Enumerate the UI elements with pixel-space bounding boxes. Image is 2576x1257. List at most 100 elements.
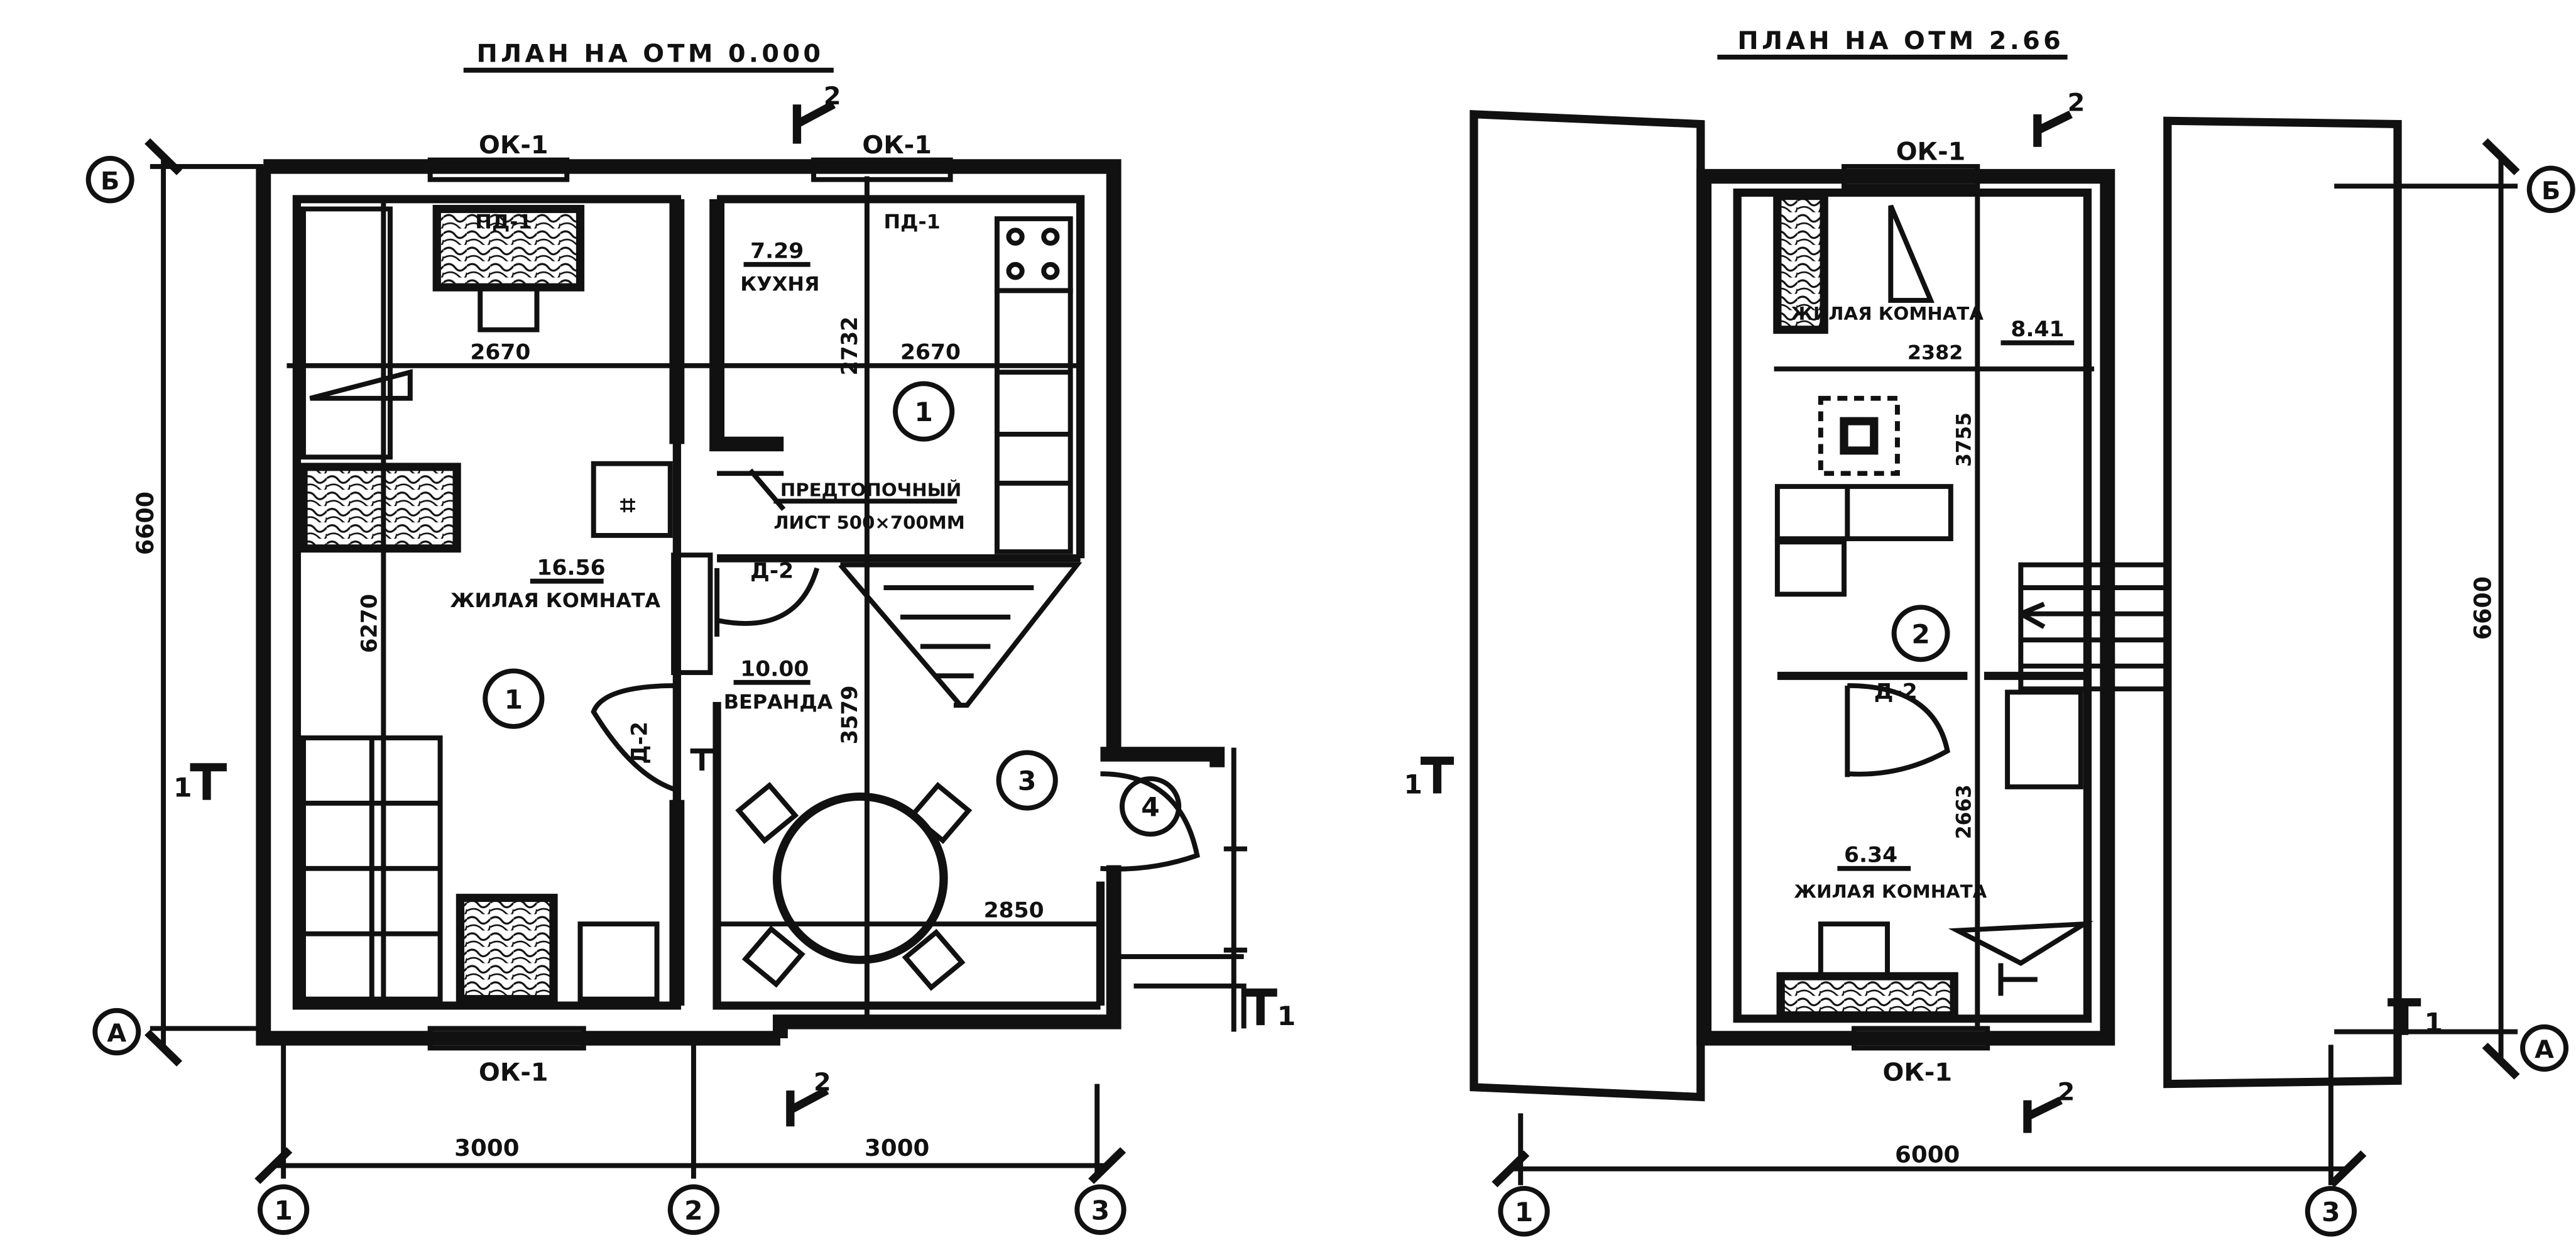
window-ok1-bottom-right-plan [1851, 1026, 1990, 1051]
section-1-right: 1 [1277, 1001, 1296, 1031]
living-name: ЖИЛАЯ КОМНАТА [450, 590, 661, 613]
axis-2: 2 [684, 1195, 703, 1226]
section-mark-1-right-right [2388, 998, 2421, 1035]
door-swing-d2-a [716, 567, 820, 626]
dim-2670-a: 2670 [470, 340, 530, 365]
marker-circle-4 [1119, 776, 1182, 837]
window-label-bottom: ОК-1 [479, 1058, 548, 1087]
chimney [1818, 395, 1900, 476]
window-ok1-top-left [427, 157, 570, 182]
window-label-top-left: ОК-1 [479, 131, 548, 160]
axis-circle-A-right [2520, 1024, 2569, 1072]
table-living [456, 894, 558, 1004]
section-mark-1-right [1243, 988, 1277, 1026]
stair-flight [838, 562, 1083, 708]
room-bottom-area: 6.34 [1844, 843, 1897, 868]
dim-6270: 6270 [357, 594, 382, 653]
section-1-left: 1 [173, 772, 192, 803]
section-2-bottom: 2 [814, 1068, 831, 1097]
door-swing-upper [1847, 683, 1951, 777]
chair-ne [909, 782, 973, 844]
dim-3000-a: 3000 [454, 1134, 519, 1161]
marker-circle-3 [996, 750, 1058, 811]
left-plan-title: ПЛАН НА ОТМ 0.000 [477, 40, 824, 69]
axis-3-right: 3 [2322, 1197, 2340, 1227]
stove-symbol: ⌗ [620, 490, 635, 520]
door-label-d2-b: Д-2 [627, 722, 652, 764]
section-1-left-right: 1 [1404, 769, 1422, 799]
stair-upper [2018, 562, 2170, 691]
window-label-top: ОК-1 [1896, 138, 1966, 167]
section-2-top: 2 [824, 82, 841, 111]
marker-4: 4 [1141, 792, 1160, 822]
kitchen-name: КУХНЯ [740, 273, 819, 296]
window-label-bottom: ОК-1 [1882, 1058, 1952, 1087]
bed-lower [1776, 972, 1958, 1020]
chair-upper [1818, 921, 1890, 979]
axis-3: 3 [1091, 1195, 1110, 1226]
living-area: 16.56 [537, 556, 605, 581]
roof-slope-left [1470, 110, 1705, 1102]
veranda-name: ВЕРАНДА [724, 691, 833, 714]
axis-circle-A [92, 1007, 141, 1056]
door-label-pd1-right: ПД-1 [883, 211, 940, 234]
roof-slope-right [2163, 116, 2402, 1089]
section-mark-2-bottom [786, 1087, 829, 1127]
axis-B: Б [101, 167, 119, 196]
dim-2382: 2382 [1907, 342, 1963, 365]
marker-circle-2 [1891, 605, 1950, 662]
section-mark-1-left [190, 763, 227, 800]
door-label-d2-a: Д-2 [750, 559, 794, 584]
door-label-pd1-left: ПД-1 [475, 211, 532, 234]
chair-se [902, 928, 966, 991]
section-mark-1-left-right [1420, 756, 1454, 794]
room-top-area: 8.41 [2011, 317, 2064, 342]
axis-circle-2 [667, 1184, 720, 1235]
dim-2732: 2732 [838, 316, 863, 375]
dim-3755: 3755 [1953, 412, 1975, 467]
dim-2850: 2850 [984, 898, 1044, 923]
axis-circle-3-right [2305, 1186, 2357, 1237]
section-mark-2-top-right [2033, 111, 2073, 147]
axis-A-right: А [2535, 1036, 2554, 1065]
room-bottom-name: ЖИЛАЯ КОМНАТА [1794, 881, 1987, 903]
chair-sw [741, 925, 805, 988]
stove [591, 461, 673, 538]
kitchen-counter [994, 288, 1073, 554]
dim-6600-left: 6600 [132, 491, 159, 555]
dim-2663: 2663 [1953, 784, 1975, 839]
marker-1b: 1 [505, 684, 523, 715]
window-ok1-top-right [811, 157, 953, 182]
section-1-right-right: 1 [2425, 1007, 2443, 1038]
right-outer-wall [1696, 168, 2115, 1046]
section-mark-2-top [792, 101, 836, 144]
window-ok1-bottom [427, 1026, 586, 1051]
door-swing-d2-b [591, 683, 678, 793]
left-plan: ПЛАН НА ОТМ 0.000 ОК-1 ОК-1 ОК [85, 40, 1296, 1235]
dim-3000-b: 3000 [865, 1134, 929, 1161]
cooktop [994, 216, 1073, 294]
left-outer-wall-west [256, 166, 780, 1046]
chair-nw [735, 782, 799, 844]
axis-1: 1 [274, 1195, 293, 1226]
right-plan-title: ПЛАН НА ОТМ 2.66 [1737, 26, 2064, 55]
door-label-d2-upper: Д-2 [1874, 679, 1918, 705]
section-mark-2-bottom-right [2023, 1096, 2063, 1133]
marker-3: 3 [1018, 766, 1037, 796]
marker-circle-1a [893, 381, 955, 442]
dining-table [773, 793, 948, 964]
dim-3579: 3579 [838, 685, 863, 744]
living-room-inner [292, 195, 682, 1010]
dim-6600-right: 6600 [2469, 576, 2496, 640]
sofa-left [300, 206, 393, 460]
chair-living [577, 921, 660, 1002]
cabinet-upper [1774, 484, 1953, 542]
axis-circle-1 [258, 1184, 310, 1235]
left-outer-wall [263, 159, 1122, 754]
axis-circle-B-right [2526, 165, 2575, 213]
dim-6000: 6000 [1895, 1141, 1960, 1168]
axis-A: А [107, 1019, 126, 1048]
bed-upper [1773, 192, 1828, 334]
axis-circle-1-right [1498, 1186, 1550, 1237]
